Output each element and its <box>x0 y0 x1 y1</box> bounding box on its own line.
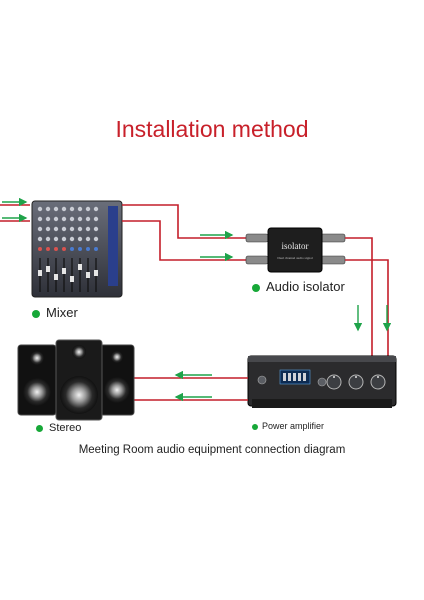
stereo-label: Stereo <box>36 422 81 434</box>
amplifier-label-text: Power amplifier <box>262 421 325 431</box>
amplifier-label: Power amplifier <box>252 421 324 431</box>
mixer-device <box>31 200 123 298</box>
isolator-to-amplifier-cables <box>345 237 389 358</box>
stereo-bullet-icon <box>36 424 43 432</box>
diagram-caption: Meeting Room audio equipment connection … <box>78 444 346 456</box>
stereo-label-text: Stereo <box>49 422 82 434</box>
amplifier-to-speaker-cables <box>132 377 248 401</box>
diagram-title: Installation method <box>115 116 309 142</box>
isolator-label-text: Audio isolator <box>266 279 345 294</box>
mixer-label: Mixer <box>32 305 78 320</box>
isolator-name: isolator <box>282 241 309 251</box>
mixer-input-cables <box>0 197 30 223</box>
isolator-subtitle: Dual channel audio signal <box>277 256 312 260</box>
mixer-label-text: Mixer <box>46 305 78 320</box>
isolator-label: Audio isolator <box>252 279 345 294</box>
mixer-to-isolator-cables <box>122 204 250 261</box>
isolator-device: isolator Dual channel audio signal <box>245 227 346 273</box>
speaker-stack <box>17 339 135 421</box>
mixer-bullet-icon <box>32 309 40 318</box>
power-amplifier-device <box>247 355 397 408</box>
amplifier-bullet-icon <box>252 423 258 430</box>
isolator-bullet-icon <box>252 283 260 292</box>
